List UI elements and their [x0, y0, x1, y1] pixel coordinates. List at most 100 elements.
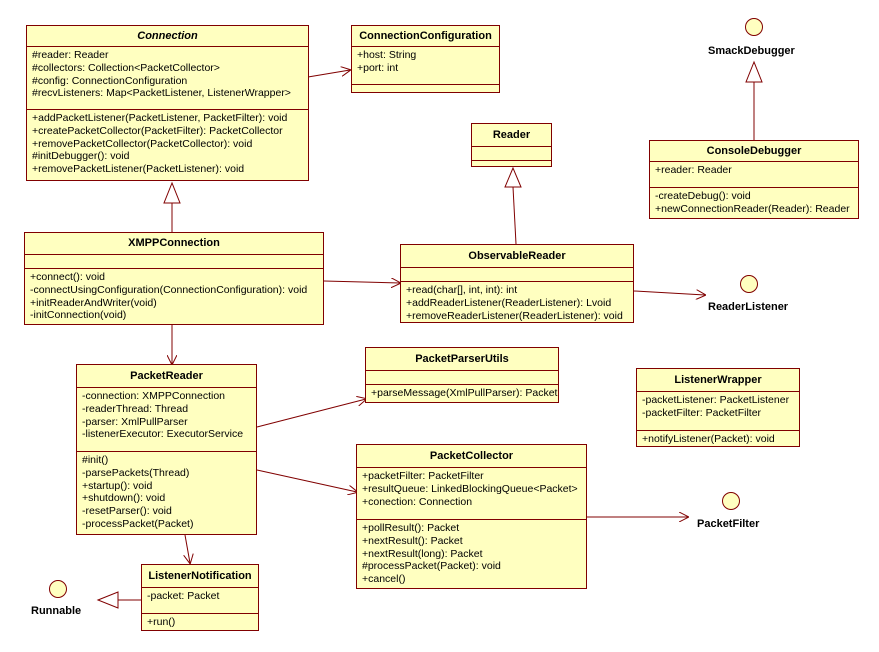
interface-runnable: Runnable	[25, 580, 95, 620]
class-reader: Reader	[471, 123, 552, 167]
class-console-debugger-operations: -createDebug(): void +newConnectionReade…	[650, 188, 858, 218]
class-xmpp-connection-name: XMPPConnection	[25, 233, 323, 255]
class-xmpp-connection-operations: +connect(): void -connectUsingConfigurat…	[25, 269, 323, 324]
class-packet-parser-utils: PacketParserUtils +parseMessage(XmlPullP…	[365, 347, 559, 403]
class-listener-wrapper-attributes: -packetListener: PacketListener -packetF…	[637, 392, 799, 431]
class-console-debugger-name: ConsoleDebugger	[650, 141, 858, 162]
operation: -processPacket(Packet)	[82, 517, 194, 530]
attribute: +port: int	[357, 61, 399, 74]
interface-circle	[49, 580, 67, 598]
class-xmpp-connection: XMPPConnection +connect(): void -connect…	[24, 232, 324, 325]
operation: +newConnectionReader(Reader): Reader	[655, 202, 850, 215]
operation: +parseMessage(XmlPullParser): Packet	[371, 387, 558, 399]
interface-circle	[722, 492, 740, 510]
class-console-debugger: ConsoleDebugger +reader: Reader -createD…	[649, 140, 859, 219]
interface-runnable-label: Runnable	[31, 605, 82, 617]
operation: #init()	[82, 454, 109, 466]
interface-circle	[740, 275, 758, 293]
attribute: +host: String	[357, 49, 417, 61]
class-observable-reader: ObservableReader +read(char[], int, int)…	[400, 244, 634, 323]
operation: -initConnection(void)	[30, 309, 127, 322]
interface-smack-debugger: SmackDebugger	[690, 18, 818, 64]
class-observable-reader-operations: +read(char[], int, int): int +addReaderL…	[401, 282, 633, 324]
assoc-xmpp-observablereader	[323, 281, 400, 283]
interface-reader-listener-label: ReaderListener	[708, 301, 789, 313]
class-console-debugger-attributes: +reader: Reader	[650, 162, 858, 188]
gen-arrow-connection	[163, 181, 181, 204]
attribute: -parser: XmlPullParser	[82, 415, 188, 428]
operation: +addPacketListener(PacketListener, Packe…	[32, 112, 288, 124]
class-listener-notification-operations: +run()	[142, 614, 258, 631]
assoc-connection-config	[307, 70, 350, 78]
class-connection-configuration: ConnectionConfiguration +host: String +p…	[351, 25, 500, 93]
class-connection: Connection #reader: Reader #collectors: …	[26, 25, 309, 181]
operation: +nextResult(): Packet	[362, 534, 463, 547]
attribute: #collectors: Collection<PacketCollector>	[32, 61, 220, 74]
attribute: +resultQueue: LinkedBlockingQueue<Packet…	[362, 482, 578, 495]
operation: +run()	[147, 616, 176, 628]
interface-smack-debugger-label: SmackDebugger	[708, 45, 795, 57]
class-connection-attributes: #reader: Reader #collectors: Collection<…	[27, 47, 308, 110]
class-packet-parser-utils-operations: +parseMessage(XmlPullParser): Packet	[366, 385, 558, 402]
attribute: #config: ConnectionConfiguration	[32, 74, 188, 87]
gen-observablereader-reader	[512, 186, 517, 245]
operation: +nextResult(long): Packet	[362, 547, 483, 560]
operation: +notifyListener(Packet): void	[642, 433, 775, 445]
class-packet-reader-name: PacketReader	[77, 365, 256, 388]
class-packet-parser-utils-attributes	[366, 371, 558, 385]
operation: +removeReaderListener(ReaderListener): v…	[406, 309, 623, 322]
class-observable-reader-attributes	[401, 268, 633, 282]
operation: +cancel()	[362, 573, 406, 586]
class-packet-collector: PacketCollector +packetFilter: PacketFil…	[356, 444, 587, 589]
operation: +connect(): void	[30, 271, 105, 283]
operation: -resetParser(): void	[82, 505, 172, 518]
operation: +pollResult(): Packet	[362, 522, 460, 534]
operation: -parsePackets(Thread)	[82, 466, 190, 479]
assoc-packetreader-parserutils	[256, 399, 366, 428]
class-packet-reader: PacketReader -connection: XMPPConnection…	[76, 364, 257, 535]
attribute: +reader: Reader	[655, 164, 732, 176]
attribute: -listenerExecutor: ExecutorService	[82, 428, 244, 441]
operation: +shutdown(): void	[82, 492, 166, 505]
operation: #initDebugger(): void	[32, 150, 130, 163]
class-xmpp-connection-attributes	[25, 255, 323, 269]
attribute: -connection: XMPPConnection	[82, 390, 225, 402]
class-packet-reader-operations: #init() -parsePackets(Thread) +startup()…	[77, 452, 256, 533]
class-connection-name: Connection	[27, 26, 308, 47]
class-reader-attributes	[472, 147, 551, 161]
operation: +createPacketCollector(PacketFilter): Pa…	[32, 124, 283, 137]
class-connection-configuration-attributes: +host: String +port: int	[352, 47, 499, 85]
class-packet-reader-attributes: -connection: XMPPConnection -readerThrea…	[77, 388, 256, 452]
class-connection-configuration-operations	[352, 85, 499, 89]
class-packet-collector-operations: +pollResult(): Packet +nextResult(): Pac…	[357, 520, 586, 588]
attribute: -packet: Packet	[147, 590, 220, 602]
class-listener-wrapper-operations: +notifyListener(Packet): void	[637, 431, 799, 448]
class-listener-notification-name: ListenerNotification	[142, 565, 258, 588]
attribute: #reader: Reader	[32, 49, 109, 61]
class-connection-configuration-name: ConnectionConfiguration	[352, 26, 499, 47]
attribute: +packetFilter: PacketFilter	[362, 470, 484, 482]
assoc-packetreader-collector	[256, 469, 357, 492]
interface-packet-filter: PacketFilter	[690, 492, 780, 532]
class-listener-notification: ListenerNotification -packet: Packet +ru…	[141, 564, 259, 631]
attribute: #recvListeners: Map<PacketListener, List…	[32, 87, 291, 100]
class-reader-name: Reader	[472, 124, 551, 147]
operation: +removePacketCollector(PacketCollector):…	[32, 137, 253, 150]
operation: -connectUsingConfiguration(ConnectionCon…	[30, 283, 308, 296]
class-reader-operations	[472, 161, 551, 165]
attribute: -readerThread: Thread	[82, 402, 189, 415]
operation: +read(char[], int, int): int	[406, 284, 518, 296]
operation: +addReaderListener(ReaderListener): Lvoi…	[406, 296, 612, 309]
class-packet-collector-attributes: +packetFilter: PacketFilter +resultQueue…	[357, 468, 586, 520]
real-arrow-smackdebugger	[745, 60, 763, 83]
operation: -createDebug(): void	[655, 190, 751, 202]
operation: #processPacket(Packet): void	[362, 560, 501, 573]
attribute: -packetListener: PacketListener	[642, 394, 790, 406]
class-listener-notification-attributes: -packet: Packet	[142, 588, 258, 614]
operation: +startup(): void	[82, 479, 153, 492]
class-connection-operations: +addPacketListener(PacketListener, Packe…	[27, 110, 308, 178]
interface-packet-filter-label: PacketFilter	[697, 518, 760, 530]
assoc-observablereader-readerlistener	[633, 291, 705, 295]
